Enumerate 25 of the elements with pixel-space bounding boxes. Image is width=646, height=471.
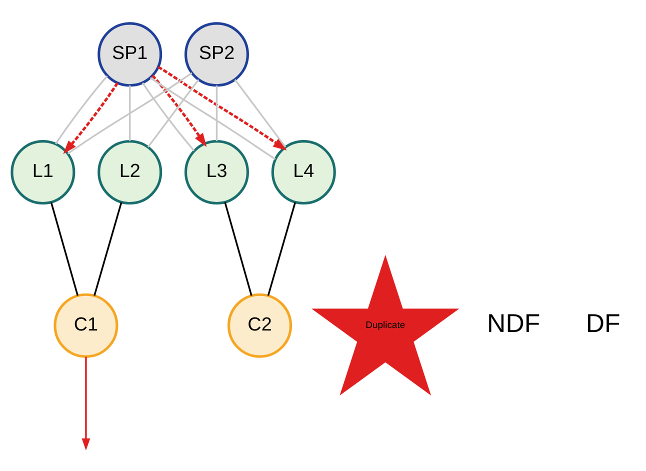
arrow <box>158 65 287 150</box>
connector <box>67 72 192 154</box>
connector <box>94 202 122 296</box>
connector <box>128 84 131 140</box>
label: DF <box>586 310 620 338</box>
connector <box>267 202 296 296</box>
node-circle: SP1 <box>98 22 162 86</box>
node-circle: L3 <box>184 140 249 204</box>
connector <box>142 82 195 151</box>
connector <box>216 84 218 140</box>
connector <box>150 76 276 160</box>
arrow <box>63 82 118 154</box>
connector <box>224 202 252 296</box>
connector <box>234 78 286 148</box>
connector <box>50 202 79 296</box>
arrow <box>82 356 90 450</box>
node-circle: SP2 <box>184 22 249 86</box>
node-circle: C2 <box>228 292 292 358</box>
node-circle: L4 <box>271 140 336 204</box>
connector <box>147 78 200 148</box>
label: NDF <box>487 310 540 338</box>
arrow <box>152 74 207 147</box>
connector <box>55 74 108 144</box>
node-circle: L2 <box>98 140 162 204</box>
node-circle: C1 <box>54 292 118 358</box>
